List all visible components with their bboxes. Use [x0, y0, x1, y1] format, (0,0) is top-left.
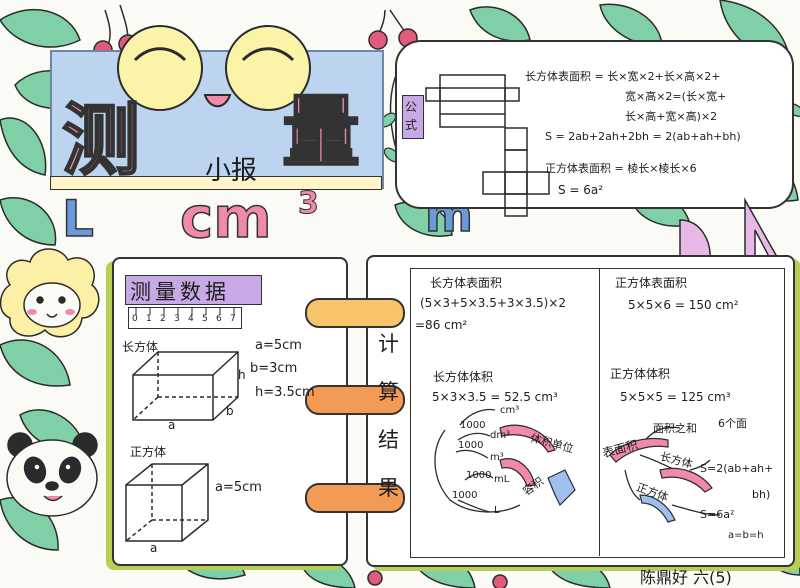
formula-cuboid-line-3: 长×高+宽×高)×2: [625, 110, 718, 123]
title-ruler-strip: [50, 176, 382, 190]
cuboid-b-value: b=3cm: [250, 361, 298, 376]
unit-m3: m³: [490, 452, 504, 463]
conversion-factor-4: 1000: [452, 490, 478, 501]
cuboid-edge-h: h: [238, 368, 246, 382]
mindmap-equal-edges: a=b=h: [728, 530, 764, 541]
small-ruler: [128, 307, 242, 329]
mindmap-six-faces: 6个面: [718, 417, 747, 430]
conversion-factor-2: 1000: [458, 440, 484, 451]
formula-cloud: [395, 40, 794, 209]
cuboid-volume-title: 长方体体积: [433, 370, 494, 384]
results-divider: [599, 268, 600, 556]
cuboid-edge-a: a: [168, 418, 176, 432]
cube-label: 正方体: [130, 445, 167, 459]
title-char-1: 测: [61, 95, 141, 187]
results-label-char: 计: [378, 332, 399, 356]
cuboid-area-result: =86 cm²: [415, 318, 468, 332]
measure-heading-box: [125, 275, 262, 305]
binder-ring-1: [305, 298, 405, 328]
mindmap-cuboid-formula-2: bh): [752, 488, 771, 501]
cuboid-area-title: 长方体表面积: [430, 276, 503, 290]
formula-cuboid-line-2: 宽×高×2=(长×宽+: [625, 90, 727, 103]
cuboid-edge-b: b: [226, 404, 234, 418]
binder-ring-3: [305, 483, 405, 513]
conversion-factor-3: 1000: [466, 470, 492, 481]
unit-ml: mL: [494, 474, 510, 485]
formula-cube-line-1: 正方体表面积 = 棱长×棱长×6: [545, 162, 697, 175]
formula-tag-text: 公式: [405, 100, 418, 132]
cube-a-value: a=5cm: [215, 480, 262, 495]
deco-unit-cm-exponent: 3: [298, 186, 320, 222]
cuboid-area-expr: (5×3+5×3.5+3×3.5)×2: [420, 296, 567, 310]
ruler-number: 4: [188, 314, 194, 324]
ruler-number: 0: [132, 314, 138, 324]
results-label-char: 结: [378, 428, 399, 452]
ruler-number: 7: [230, 314, 236, 324]
ruler-number: 6: [216, 314, 222, 324]
mindmap-cube-formula: S=6a²: [700, 508, 735, 521]
unit-cm3: cm³: [500, 405, 520, 416]
formula-cuboid-line-4: S = 2ab+2ah+2bh = 2(ab+ah+bh): [545, 130, 741, 143]
cube-area-title: 正方体表面积: [615, 276, 688, 290]
notebook-right-page: [366, 255, 795, 567]
deco-unit-cm: cm: [179, 185, 272, 252]
cube-volume-title: 正方体体积: [610, 367, 671, 381]
title-banner: [50, 50, 384, 189]
mindmap-cuboid-formula-1: S=2(ab+ah+: [700, 462, 774, 475]
unit-dm3: dm³: [490, 430, 511, 441]
ruler-number: 2: [160, 314, 166, 324]
measure-heading: 测量数据: [130, 280, 230, 304]
results-label-char: 算: [378, 380, 399, 404]
formula-tag: [402, 95, 424, 139]
cuboid-a-value: a=5cm: [255, 338, 302, 353]
ruler-number: 3: [174, 314, 180, 324]
deco-unit-l: L: [61, 189, 94, 249]
cube-edge-a: a: [150, 541, 158, 555]
results-frame: [410, 268, 785, 558]
ruler-number: 1: [146, 314, 152, 324]
results-label-char: 果: [378, 476, 399, 500]
unit-l: L: [494, 505, 500, 516]
formula-cube-line-2: S = 6a²: [558, 183, 604, 197]
title-char-2: 量: [281, 87, 361, 179]
cube-volume-expr: 5×5×5 = 125 cm³: [620, 390, 731, 404]
cuboid-h-value: h=3.5cm: [255, 385, 315, 400]
cuboid-label: 长方体: [122, 340, 159, 354]
cuboid-volume-expr: 5×3×3.5 = 52.5 cm³: [432, 390, 558, 404]
cube-area-expr: 5×5×6 = 150 cm²: [628, 298, 739, 312]
title-subtitle: 小报: [205, 156, 258, 186]
formula-cuboid-line-1: 长方体表面积 = 长×宽×2+长×高×2+: [525, 70, 721, 83]
ruler-number: 5: [202, 314, 208, 324]
mindmap-sum-faces: 面积之和: [653, 422, 697, 435]
author-signature: 陈鼎好 六(5): [640, 568, 732, 587]
binder-ring-2: [305, 385, 405, 415]
conversion-factor-1: 1000: [460, 420, 486, 431]
